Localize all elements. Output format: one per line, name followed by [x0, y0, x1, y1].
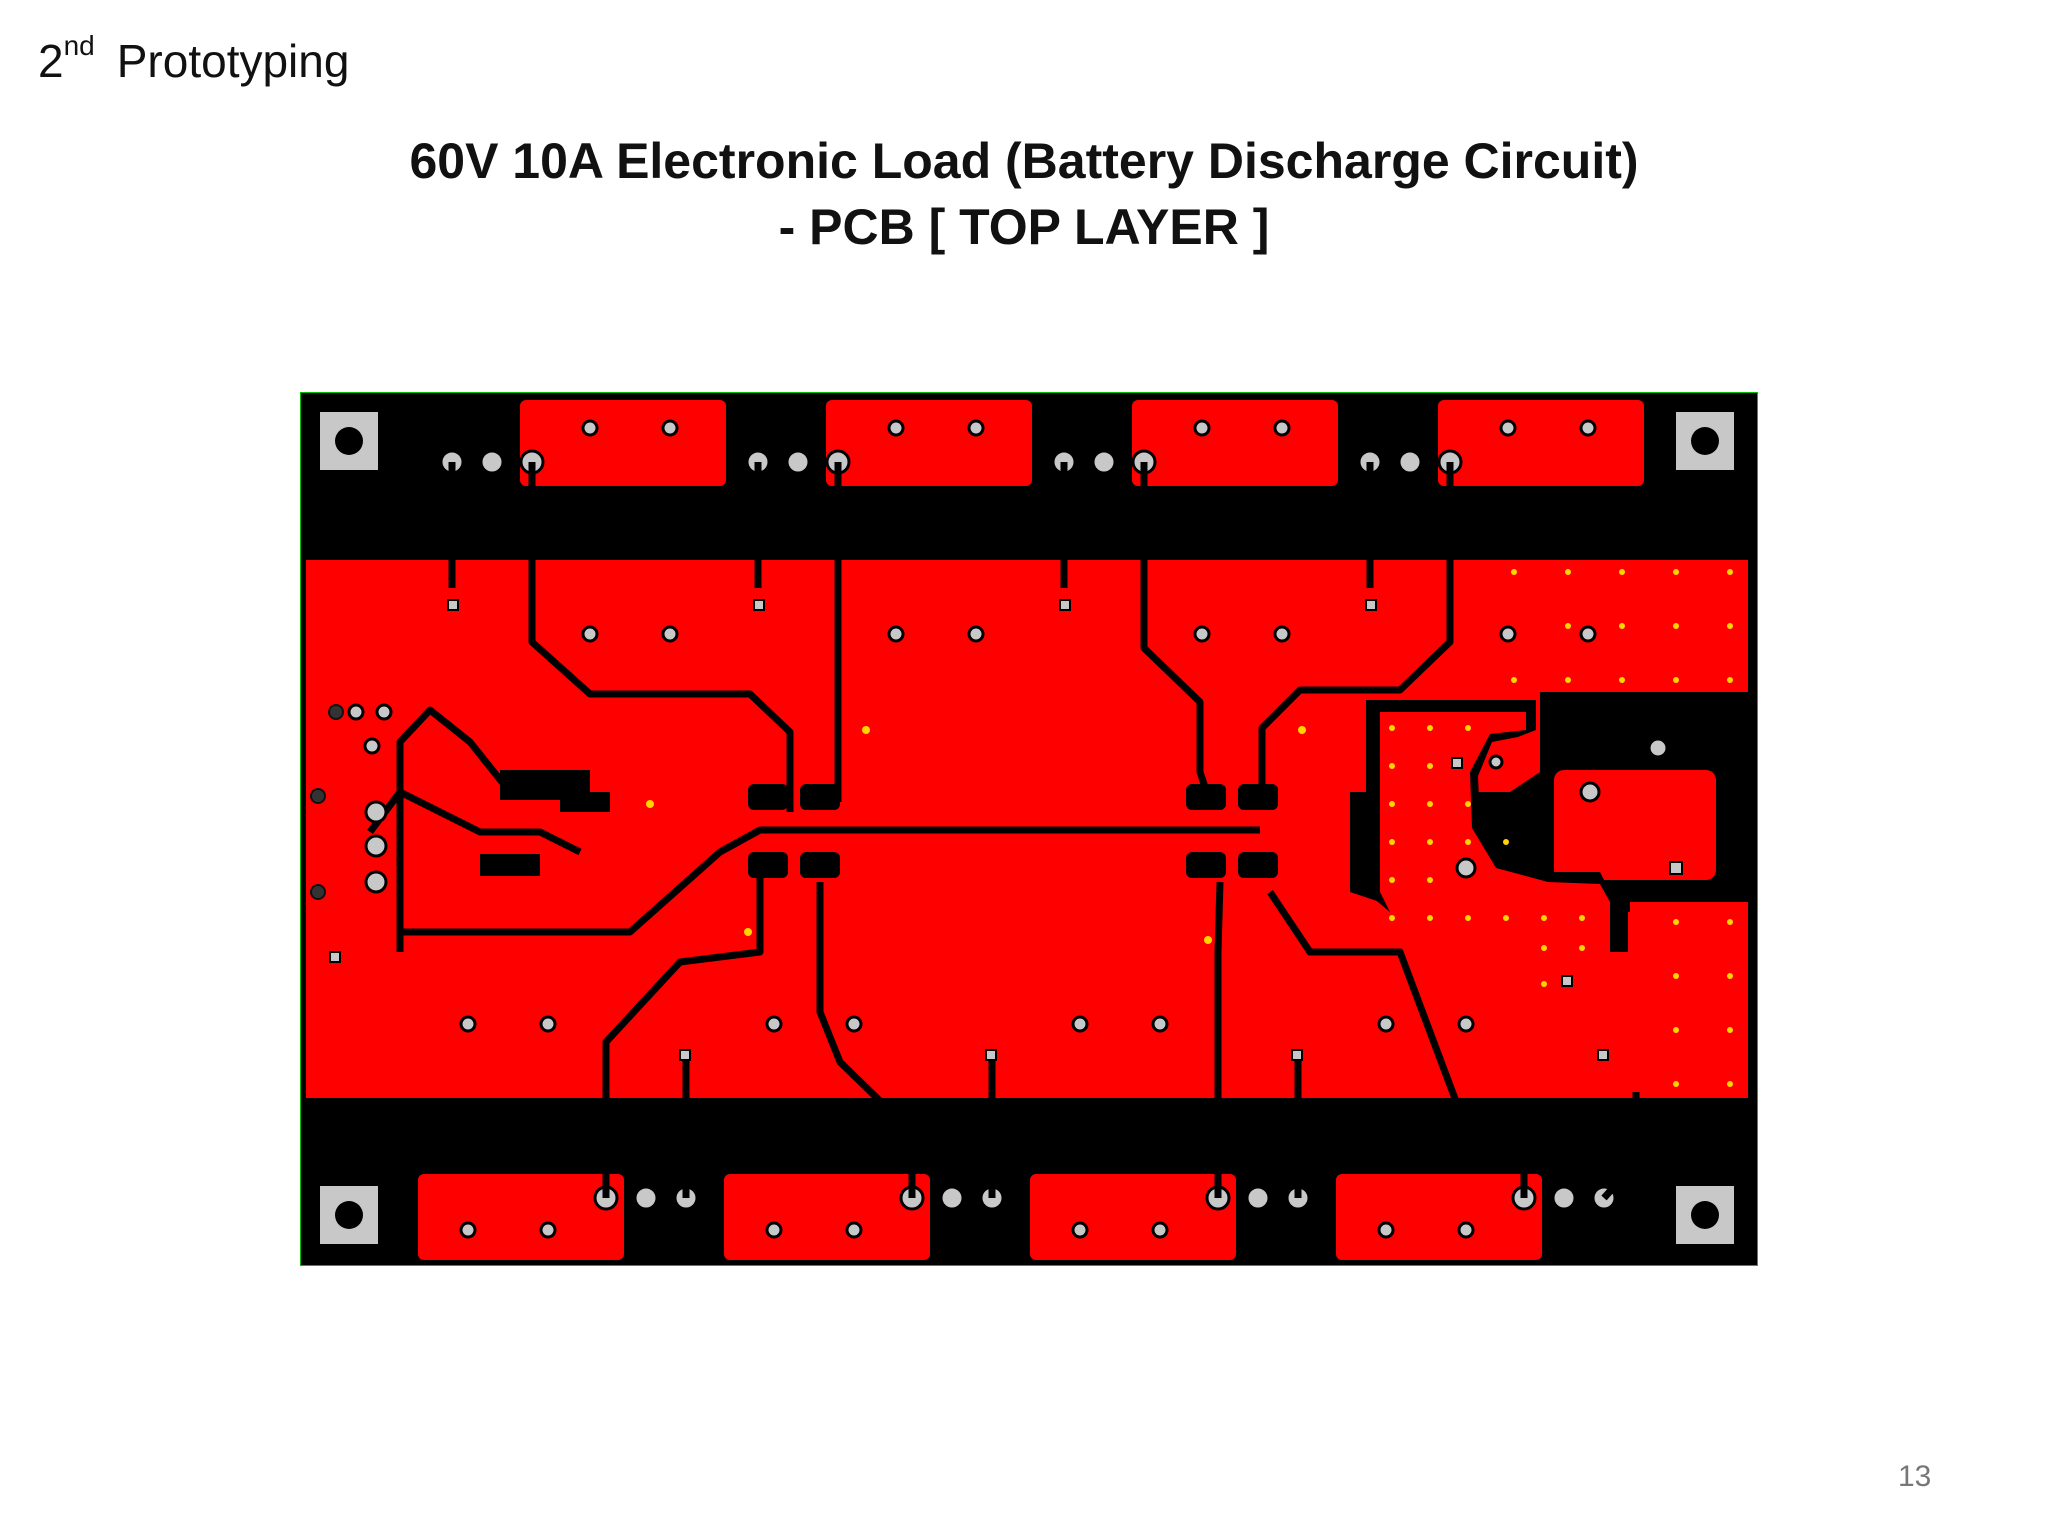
connector-pad-top-2 — [826, 400, 1032, 486]
mounting-holes — [320, 412, 1734, 1244]
mounting-hole-br — [1676, 1186, 1734, 1244]
connector-screw-pads — [459, 419, 1597, 1239]
section-text: Prototyping — [116, 35, 350, 87]
mounting-hole-bl — [320, 1186, 378, 1244]
connector-pad-bottom-4 — [1336, 1174, 1542, 1260]
copper-pour-right-inner — [1380, 712, 1610, 992]
top-through-hole-pads — [439, 449, 1463, 475]
connector-pad-bottom-3 — [1030, 1174, 1236, 1260]
page-subtitle: - PCB [ TOP LAYER ] — [778, 199, 1270, 255]
bottom-connector-pads — [418, 1174, 1542, 1260]
mounting-hole-tr — [1676, 412, 1734, 470]
copper-pour-right-mid — [1554, 770, 1716, 880]
copper-pour-right-bottom — [1628, 902, 1748, 1098]
connector-pad-top-3 — [1132, 400, 1338, 486]
left-dark-pads — [310, 704, 344, 900]
connector-pad-top-4 — [1438, 400, 1644, 486]
connector-pad-bottom-2 — [724, 1174, 930, 1260]
connector-pad-bottom-1 — [418, 1174, 624, 1260]
section-suffix: nd — [63, 30, 95, 61]
component-footprints — [480, 770, 1278, 878]
pcb-top-layer-image — [300, 392, 1758, 1266]
mounting-hole-tl — [320, 412, 378, 470]
signal-traces — [367, 462, 1640, 1201]
page-title: 60V 10A Electronic Load (Battery Dischar… — [409, 133, 1639, 189]
section-label: 2nd Prototyping — [38, 32, 350, 87]
component-holes — [347, 703, 1669, 894]
section-number: 2 — [38, 35, 64, 87]
vias — [646, 569, 1733, 1087]
connector-pad-top-1 — [520, 400, 726, 486]
small-pads — [329, 599, 1683, 1061]
page-number: 13 — [1898, 1460, 1932, 1493]
